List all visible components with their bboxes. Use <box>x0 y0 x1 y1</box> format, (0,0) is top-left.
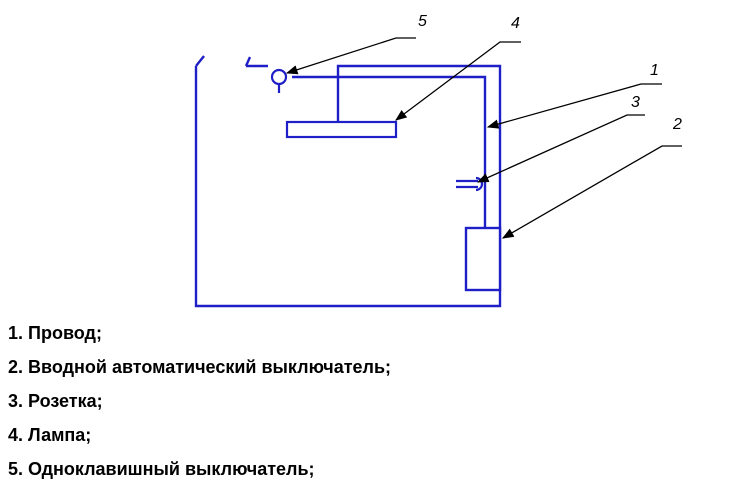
leader-2 <box>501 145 682 239</box>
leader-3 <box>476 114 645 183</box>
callout-5: 5 <box>418 13 427 30</box>
socket-symbol <box>456 176 484 192</box>
callout-4: 4 <box>511 15 520 32</box>
circuit-breaker-symbol <box>464 226 502 292</box>
room-outline <box>194 55 502 308</box>
legend-item-socket: 3. Розетка; <box>8 391 103 411</box>
lamp-symbol <box>285 120 398 139</box>
leader-1 <box>486 83 662 129</box>
leader-4 <box>395 41 521 121</box>
legend-item-wire: 1. Провод; <box>8 323 102 343</box>
wire <box>292 75 487 228</box>
wiring-diagram: 5 4 1 3 2 <box>194 13 682 308</box>
switch-symbol <box>270 68 288 93</box>
door-mark-left <box>195 55 205 67</box>
callout-1: 1 <box>650 62 659 79</box>
leader-5 <box>285 37 416 75</box>
door-mark-right <box>244 56 252 67</box>
callout-3: 3 <box>631 94 640 111</box>
leader-lines <box>285 37 682 239</box>
left-wall <box>194 64 502 308</box>
callout-2: 2 <box>672 116 682 133</box>
legend-item-lamp: 4. Лампа; <box>8 425 92 445</box>
legend-item-circuit-breaker: 2. Вводной автоматический выключатель; <box>8 357 392 377</box>
legend-list: 1. Провод; 2. Вводной автоматический вык… <box>8 318 391 488</box>
legend-item-switch: 5. Одноклавишный выключатель; <box>8 459 315 479</box>
